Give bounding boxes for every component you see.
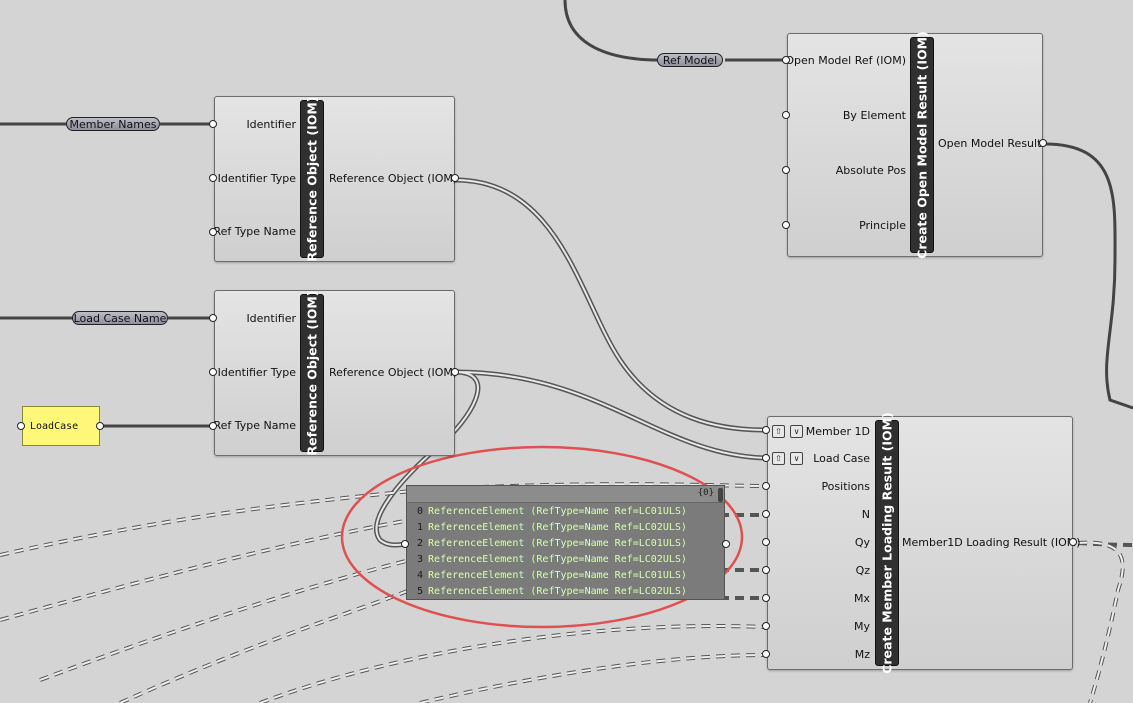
member-loading-input-port-qy[interactable]: [762, 538, 770, 546]
component-title: Create Open Model Result (IOM): [914, 31, 930, 259]
ref1-input-port-identifier-type[interactable]: [209, 174, 217, 182]
open-model-input-port-absolute-pos[interactable]: [782, 166, 790, 174]
member-loading-input-port-member-1d[interactable]: [762, 426, 770, 434]
open-model-input-port-by-element[interactable]: [782, 111, 790, 119]
open-model-result-component[interactable]: Open Model Ref (IOM) By Element Absolute…: [785, 31, 1043, 259]
graft-icon[interactable]: ⇧: [772, 425, 785, 438]
input-open-model-ref: Open Model Ref (IOM): [785, 54, 906, 67]
reference-object-component-2[interactable]: Identifier Identifier Type Ref Type Name…: [213, 290, 458, 456]
ref2-input-port-identifier[interactable]: [209, 314, 217, 322]
relay-load-case-name[interactable]: Load Case Name: [72, 311, 168, 325]
member-loading-input-port-n[interactable]: [762, 510, 770, 518]
output-open-model-result: Open Model Result: [938, 137, 1042, 150]
output-member1d-loading-result: Member1D Loading Result (IOM): [902, 536, 1081, 549]
data-viewer-output-port[interactable]: [722, 540, 730, 548]
input-ref-type-name: Ref Type Name: [213, 419, 297, 432]
ref1-input-port-identifier[interactable]: [209, 120, 217, 128]
relay-ref-model[interactable]: Ref Model: [657, 53, 723, 67]
component-title-bar[interactable]: Create Open Model Result (IOM): [910, 31, 934, 259]
component-title: Create Member Loading Result (IOM): [879, 412, 895, 674]
relay-member-names[interactable]: Member Names: [66, 117, 160, 131]
input-n: N: [861, 508, 870, 521]
open-model-input-port-principle[interactable]: [782, 221, 790, 229]
output-reference-object: Reference Object (IOM): [329, 366, 458, 379]
component-title-bar[interactable]: Reference Object (IOM): [300, 290, 324, 456]
loadcase-panel-output-port[interactable]: [96, 422, 104, 430]
open-model-input-port-ref[interactable]: [782, 56, 790, 64]
member-loading-input-port-my[interactable]: [762, 622, 770, 630]
input-my: My: [853, 620, 870, 633]
ref1-output-port[interactable]: [451, 174, 459, 182]
input-absolute-pos: Absolute Pos: [835, 164, 906, 177]
ref2-output-port[interactable]: [451, 368, 459, 376]
ref2-input-port-identifier-type[interactable]: [209, 368, 217, 376]
reference-object-component-1[interactable]: Identifier Identifier Type Ref Type Name…: [213, 96, 458, 262]
member-loading-result-component[interactable]: ⇧ ∨ ⇧ ∨ Member 1D Load Case Positions N …: [767, 412, 1081, 674]
graft-icon[interactable]: ⇧: [772, 452, 785, 465]
input-positions: Positions: [821, 480, 870, 493]
component-title-bar[interactable]: Create Member Loading Result (IOM): [875, 412, 899, 674]
ref2-input-port-ref-type-name[interactable]: [209, 422, 217, 430]
panel-header: [407, 486, 724, 503]
component-title: Reference Object (IOM): [304, 290, 320, 456]
input-qz: Qz: [855, 564, 870, 577]
data-viewer-input-port[interactable]: [401, 540, 409, 548]
input-identifier: Identifier: [246, 118, 296, 131]
panel-scrollbar[interactable]: [718, 488, 723, 502]
input-identifier-type: Identifier Type: [217, 172, 296, 185]
input-identifier: Identifier: [246, 312, 296, 325]
input-identifier-type: Identifier Type: [217, 366, 296, 379]
component-title: Reference Object (IOM): [304, 96, 320, 262]
input-by-element: By Element: [842, 109, 906, 122]
input-member-1d: Member 1D: [805, 425, 870, 438]
member-loading-input-port-positions[interactable]: [762, 482, 770, 490]
input-ref-type-name: Ref Type Name: [213, 225, 297, 238]
loadcase-panel[interactable]: LoadCase: [22, 406, 100, 446]
input-mz: Mz: [854, 648, 870, 661]
component-title-bar[interactable]: Reference Object (IOM): [300, 96, 324, 262]
input-load-case: Load Case: [813, 452, 870, 465]
input-principle: Principle: [859, 219, 906, 232]
member-loading-input-port-qz[interactable]: [762, 566, 770, 574]
loadcase-panel-input-port[interactable]: [17, 422, 25, 430]
highlight-ellipse: [340, 445, 744, 629]
member-loading-input-port-load-case[interactable]: [762, 454, 770, 462]
output-reference-object: Reference Object (IOM): [329, 172, 458, 185]
ref1-input-port-ref-type-name[interactable]: [209, 228, 217, 236]
member-loading-output-port[interactable]: [1069, 538, 1077, 546]
member-loading-input-port-mz[interactable]: [762, 650, 770, 658]
flatten-icon[interactable]: ∨: [790, 452, 803, 465]
input-qy: Qy: [854, 536, 870, 549]
tree-path-label: {0}: [697, 488, 714, 498]
member-loading-input-port-mx[interactable]: [762, 594, 770, 602]
input-mx: Mx: [853, 592, 870, 605]
flatten-icon[interactable]: ∨: [790, 425, 803, 438]
open-model-output-port[interactable]: [1039, 139, 1047, 147]
